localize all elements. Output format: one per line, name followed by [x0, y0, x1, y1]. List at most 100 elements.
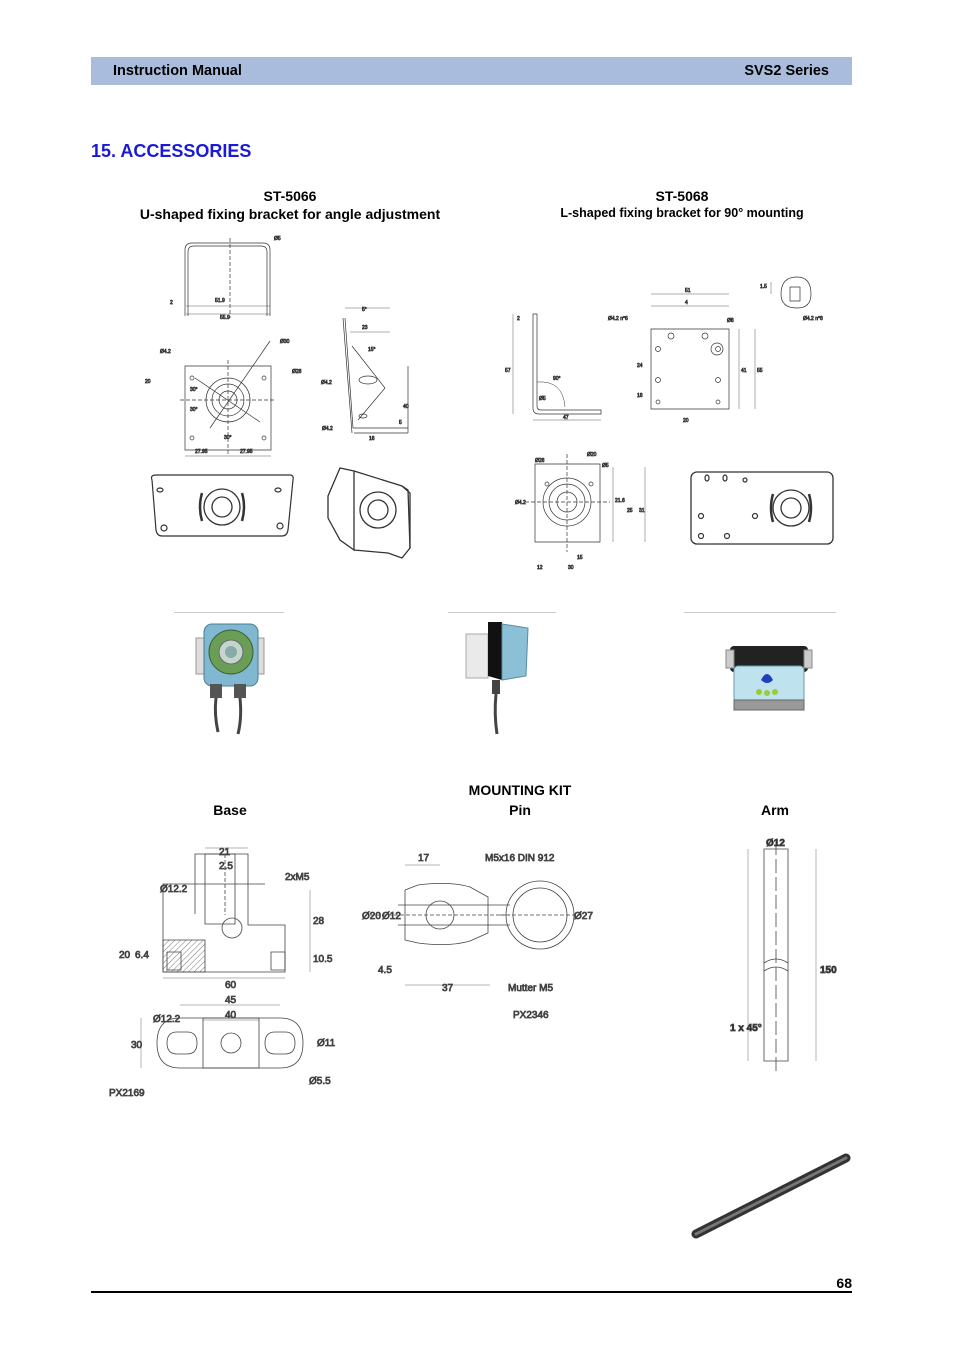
dim: 23 — [362, 325, 368, 331]
header-right: SVS2 Series — [744, 63, 829, 79]
dim: 45 — [225, 995, 237, 1006]
dim: 6.4 — [135, 950, 149, 961]
st5068-desc: L-shaped fixing bracket for 90° mounting — [560, 206, 804, 220]
dim: Ø28 — [535, 458, 545, 464]
dim: Ø4.2 n°8 — [803, 316, 823, 322]
dim: 10.5 — [313, 954, 333, 965]
section-title: 15. ACCESSORIES — [91, 141, 252, 161]
dim: 2xM5 — [285, 872, 310, 883]
dim: Ø30 — [280, 339, 290, 345]
dim: 4 — [685, 300, 688, 306]
sensor-on-u-bracket-image — [192, 618, 272, 738]
dim: 1 x 45° — [730, 1023, 762, 1034]
dim: 28 — [313, 916, 325, 927]
sensor-back-image — [726, 646, 812, 716]
dim: Ø5 — [539, 396, 546, 402]
dim: 30° — [224, 435, 232, 441]
dim: 12 — [537, 565, 543, 571]
arm-label: Arm — [760, 802, 789, 818]
dim: 40 — [403, 404, 409, 410]
dim: 41 — [741, 368, 747, 374]
st5066-drawing: 2 51.9 55.9 Ø5 Ø4.2 Ø30 Ø28 20 30° 30° 3… — [145, 236, 420, 568]
dim: Ø4.2 — [321, 380, 332, 386]
sensor-on-l-bracket-image — [462, 622, 542, 738]
st5066-code: ST-5066 — [263, 188, 317, 204]
st5068-code: ST-5068 — [655, 188, 709, 204]
dim: 60 — [225, 980, 237, 991]
dim: 51.9 — [215, 298, 225, 304]
dim: 51 — [685, 288, 691, 294]
st5066-desc: U-shaped fixing bracket for angle adjust… — [139, 206, 441, 222]
mounting-kit-title: MOUNTING KIT — [468, 782, 572, 798]
dim: 21 — [219, 847, 231, 858]
dim: Ø4.2 — [515, 500, 526, 506]
dim: 30 — [131, 1040, 143, 1051]
dim: 30° — [190, 407, 198, 413]
pin-label: Pin — [509, 802, 531, 818]
dim: 27.95 — [240, 449, 253, 455]
dim: Ø12.2 — [153, 1014, 181, 1025]
dim: PX2169 — [109, 1088, 145, 1099]
dim: Ø12.2 — [160, 884, 188, 895]
dim: 90° — [553, 376, 561, 382]
dim: Ø20 — [362, 911, 381, 922]
dim: 24 — [637, 363, 643, 369]
dim: 20 — [145, 379, 151, 385]
dim: 21.6 — [615, 498, 625, 504]
dim: Ø11 — [317, 1038, 336, 1049]
arm-drawing: Ø12 150 1 x 45° — [730, 838, 838, 1080]
divider — [448, 612, 556, 613]
dim: 30° — [190, 387, 198, 393]
dim: Ø12 — [382, 911, 401, 922]
divider — [174, 612, 284, 613]
dim: 27.95 — [195, 449, 208, 455]
dim: Ø27 — [574, 911, 593, 922]
header-left: Instruction Manual — [113, 63, 242, 79]
pin-drawing: 17 M5x16 DIN 912 Ø20 Ø12 Ø27 4.5 37 Mutt… — [362, 853, 594, 1022]
dim: 2 — [170, 300, 173, 306]
dim: 2.5 — [219, 861, 233, 872]
dim: 18 — [637, 393, 643, 399]
dim: 15 — [577, 555, 583, 561]
dim: 17 — [418, 853, 430, 864]
dim: 20 — [119, 950, 131, 961]
dim: 5° — [362, 307, 367, 313]
dim: Ø8 — [727, 318, 734, 324]
dim: 37 — [442, 983, 454, 994]
dim: PX2346 — [513, 1010, 549, 1021]
dim: 55 — [757, 368, 763, 374]
st5068-drawing: 2 57 90° Ø5 47 51 4 Ø4.2 n°6 Ø8 24 18 41… — [505, 272, 845, 571]
dim: Ø4.2 — [160, 349, 171, 355]
dim: Ø12 — [766, 838, 785, 849]
dim: 2 — [517, 316, 520, 322]
arm-rod-image — [688, 1150, 854, 1242]
dim: Mutter M5 — [508, 983, 553, 994]
dim: Ø20 — [587, 452, 597, 458]
dim: 30 — [568, 565, 574, 571]
dim: 55.9 — [220, 315, 230, 321]
dim: Ø5 — [602, 463, 609, 469]
dim: 47 — [563, 415, 569, 421]
dim: 20 — [683, 418, 689, 424]
dim: Ø4.2 — [322, 426, 333, 432]
dim: 57 — [505, 368, 511, 374]
dim: 25 — [627, 508, 633, 514]
page-number: 68 — [836, 1275, 852, 1291]
divider — [684, 612, 836, 613]
dim: 1.5 — [760, 284, 767, 290]
dim: Ø5.5 — [309, 1076, 331, 1087]
dim: 16 — [369, 436, 375, 442]
dim: Ø28 — [292, 369, 302, 375]
page-header: Instruction Manual SVS2 Series — [91, 57, 852, 85]
dim: 5 — [399, 420, 402, 426]
dim: 4.5 — [378, 965, 392, 976]
base-label: Base — [213, 802, 247, 818]
dim: M5x16 DIN 912 — [485, 853, 555, 864]
base-drawing: 21 2.5 2xM5 Ø12.2 28 20 6.4 10.5 60 45 4… — [109, 847, 336, 1100]
footer-rule — [91, 1291, 852, 1293]
dim: 31 — [639, 508, 645, 514]
dim: 15° — [368, 347, 376, 353]
dim: 40 — [225, 1010, 237, 1021]
dim: Ø4.2 n°6 — [608, 316, 628, 322]
dim: Ø5 — [274, 236, 281, 242]
